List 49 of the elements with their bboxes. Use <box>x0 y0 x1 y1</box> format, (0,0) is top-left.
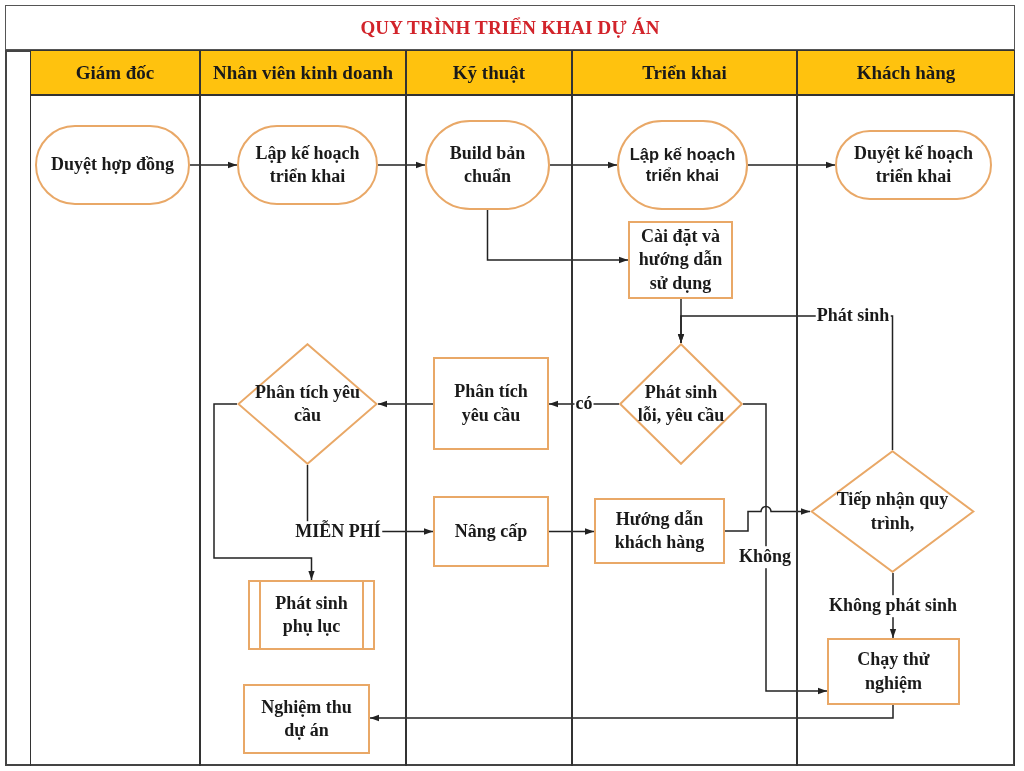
node-text: Lập kế hoạch triển khai <box>628 143 737 186</box>
diagram-title: QUY TRÌNH TRIỂN KHAI DỰ ÁN <box>360 16 660 39</box>
node-text: Lập kế hoạch triển khai <box>254 141 361 188</box>
lane-header: Khách hàng <box>798 50 1014 96</box>
process-box <box>628 221 733 299</box>
arrow <box>369 704 894 722</box>
swimlane <box>200 50 406 766</box>
arrow <box>747 161 836 169</box>
node-text: Phân tích yêu cầu <box>453 380 529 427</box>
decision-diamond <box>237 343 378 465</box>
process-box <box>827 638 960 705</box>
arrow <box>377 161 426 169</box>
process-box <box>433 496 549 567</box>
arrow <box>213 403 315 581</box>
node-text: Build bản chuẩn <box>448 141 527 188</box>
node-text: Cài đặt và hướng dẫn sử dụng <box>637 224 724 295</box>
node-text: Tiếp nhận quy trình, <box>835 488 950 535</box>
edge-label: Không <box>738 546 792 568</box>
node-text: Hướng dẫn khách hàng <box>613 507 706 554</box>
swimlane <box>30 50 200 766</box>
arrow <box>548 528 595 535</box>
node-text: Phát sinh phụ lục <box>274 591 349 638</box>
node-text: Duyệt hợp đồng <box>51 153 174 177</box>
node-text: Phát sinh lỗi, yêu cầu <box>636 380 726 427</box>
swimlane <box>406 50 572 766</box>
lane-header: Kỹ thuật <box>407 50 571 96</box>
process-box <box>433 357 549 450</box>
node-text: Duyệt kế hoạch triển khai <box>853 141 974 188</box>
arrow <box>377 400 434 408</box>
node-text: Phân tích yêu cầu <box>254 380 361 427</box>
node-text: Nâng cấp <box>454 519 528 543</box>
swimlane <box>572 50 797 766</box>
arrow <box>486 209 629 264</box>
node-text: Nghiệm thu dự án <box>260 695 353 742</box>
process-box <box>243 684 370 754</box>
decision-diamond <box>810 450 975 573</box>
process-box <box>594 498 725 564</box>
subprocess-box <box>248 580 375 650</box>
decision-diamond <box>619 343 743 465</box>
swimlane <box>797 50 1015 766</box>
lane-header: Giám đốc <box>31 50 199 96</box>
arrow <box>549 161 618 169</box>
arrow <box>742 403 828 695</box>
arrow <box>724 505 811 532</box>
edge-label: Không phát sinh <box>827 595 959 617</box>
arrow <box>189 161 238 169</box>
node-text: Chạy thử nghiệm <box>856 648 931 695</box>
lane-header: Nhân viên kinh doanh <box>201 50 405 96</box>
lane-header: Triển khai <box>573 50 796 96</box>
